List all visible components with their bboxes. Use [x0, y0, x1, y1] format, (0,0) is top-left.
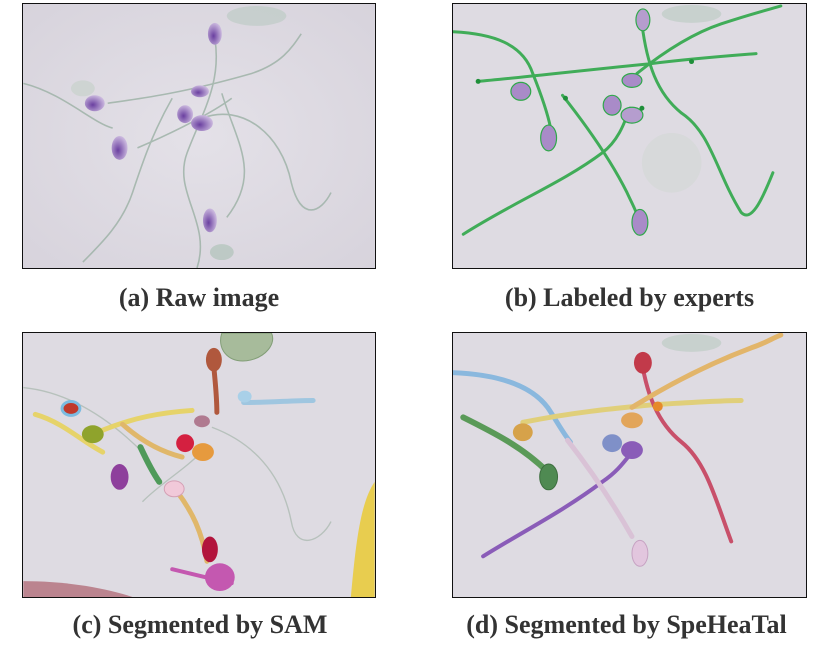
speheatal-segmentation-image	[453, 333, 806, 597]
caption-d: (d) Segmented by SpeHeaTal	[466, 610, 787, 639]
panel-segmented-by-sam	[22, 332, 376, 598]
sperm-heads	[84, 22, 222, 233]
panel-labeled-by-experts	[452, 3, 807, 269]
panel-raw-image	[22, 3, 376, 269]
speheatal-head-masks	[512, 351, 663, 567]
raw-microscopy-image	[23, 4, 375, 268]
panel-segmented-by-speheatal	[452, 332, 807, 598]
head-outlines	[510, 8, 651, 236]
caption-a: (a) Raw image	[118, 283, 280, 312]
sam-segmentation-image	[23, 333, 375, 597]
expert-annotation-image	[453, 4, 806, 268]
sam-head-masks	[60, 347, 252, 592]
caption-b: (b) Labeled by experts	[504, 283, 755, 312]
caption-c: (c) Segmented by SAM	[72, 610, 328, 639]
